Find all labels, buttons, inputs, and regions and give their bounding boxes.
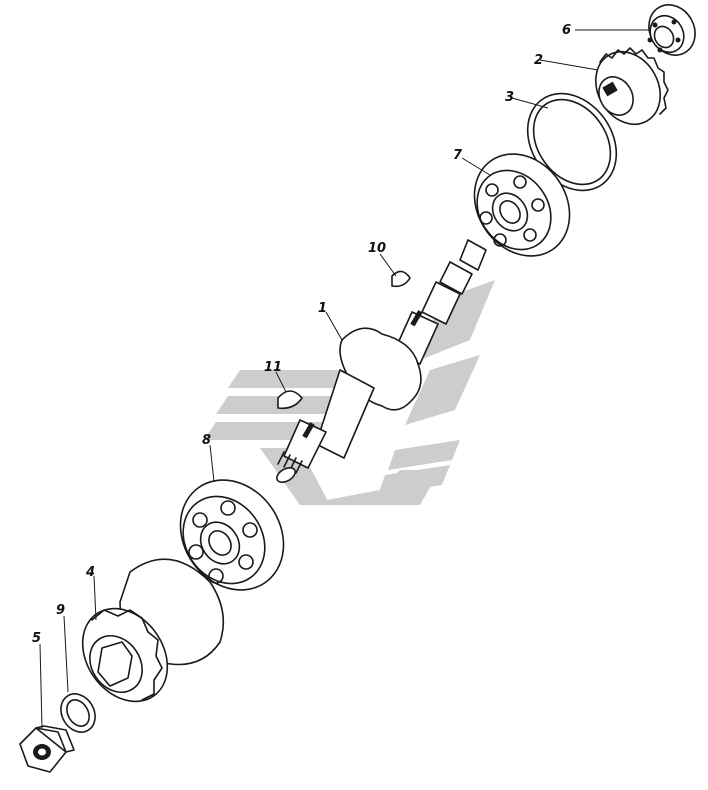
callout-1: 1 (318, 301, 327, 316)
callout-11: 11 (264, 360, 282, 375)
callout-8: 8 (202, 433, 211, 448)
woodruff-key-upper (391, 270, 411, 288)
shaft (276, 239, 487, 484)
small-bearing (647, 4, 696, 56)
callout-10: 10 (368, 241, 386, 256)
ratchet-gear (595, 47, 669, 125)
callout-2: 2 (534, 53, 543, 68)
callouts: 6 2 3 7 10 1 11 8 4 9 5 (32, 23, 571, 646)
ratchet-clutch (81, 558, 225, 703)
callout-7: 7 (453, 148, 463, 163)
callout-4: 4 (85, 565, 95, 580)
watermark-logo (204, 280, 495, 505)
spring-washer (60, 693, 96, 733)
hex-nut (19, 725, 75, 773)
callout-5: 5 (32, 631, 41, 646)
callout-9: 9 (56, 603, 65, 618)
ball-bearing-upper (473, 153, 571, 257)
ball-bearing-lower (179, 479, 285, 591)
callout-3: 3 (505, 90, 514, 105)
callout-6: 6 (562, 23, 571, 38)
leader-lines (39, 29, 650, 729)
